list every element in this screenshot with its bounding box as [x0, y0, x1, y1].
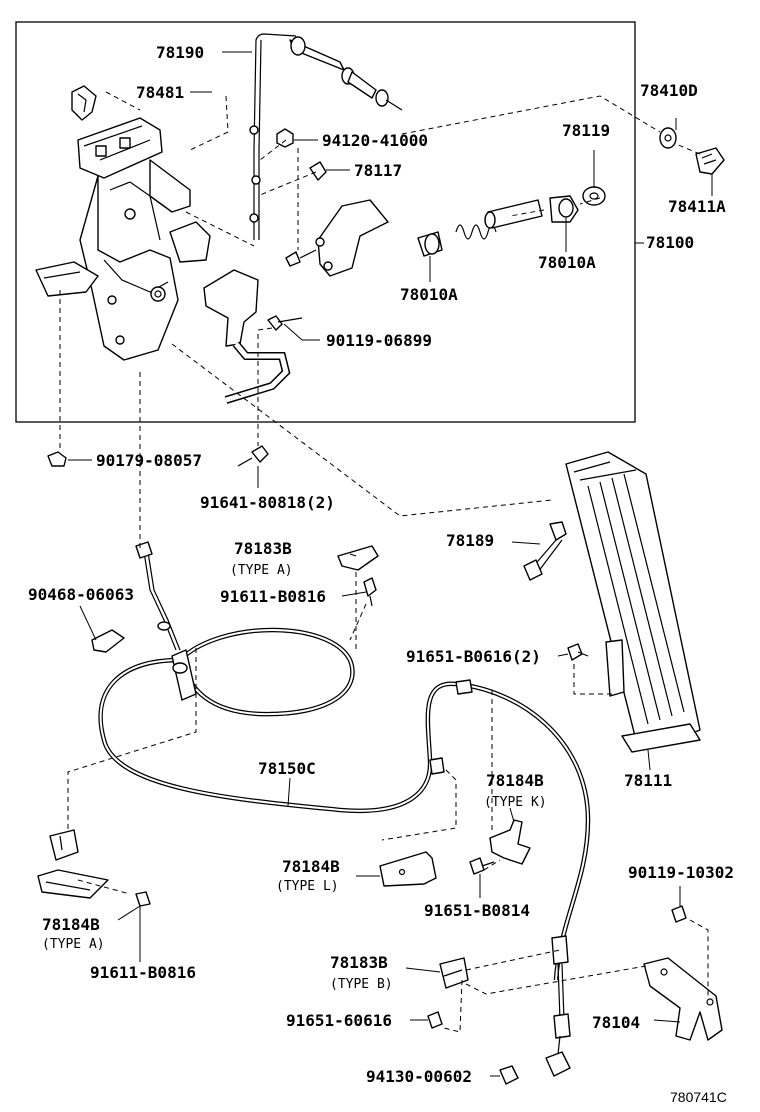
- clamp-90468-06063: [91, 629, 125, 653]
- nut-90179-08057: [47, 451, 67, 467]
- label-78190: 78190: [156, 43, 204, 62]
- nut-94130-00602: [499, 1065, 519, 1085]
- bushing-78117: [309, 161, 327, 181]
- clip-78183B-type-a: [337, 545, 379, 571]
- label-type-a-top: (TYPE A): [230, 563, 293, 578]
- label-type-l: (TYPE L): [276, 879, 339, 894]
- bolt-90119-10302: [671, 905, 687, 923]
- label-78100: 78100: [646, 233, 694, 252]
- part-labels: 78190 78481 94120-41000 78117 78410D 781…: [28, 43, 734, 1105]
- bracket-78184B-type-a: [37, 829, 109, 899]
- label-91611-B0816-top: 91611-B0816: [220, 587, 326, 606]
- bolt-91651-B0814: [469, 857, 485, 875]
- assembly-dashed-lines: [59, 91, 709, 1033]
- label-78104: 78104: [592, 1013, 640, 1032]
- label-type-b: (TYPE B): [330, 977, 393, 992]
- label-90468-06063: 90468-06063: [28, 585, 134, 604]
- accelerator-pedal-78111: [565, 451, 701, 753]
- label-type-k: (TYPE K): [484, 795, 547, 810]
- figure-code: 780741C: [670, 1089, 727, 1105]
- bolt-91651-60616: [427, 1011, 443, 1029]
- label-91651-B0616: 91651-B0616(2): [406, 647, 541, 666]
- label-91611-B0816-bottom: 91611-B0816: [90, 963, 196, 982]
- label-78119: 78119: [562, 121, 610, 140]
- label-78010A-left: 78010A: [400, 285, 458, 304]
- label-78411A: 78411A: [668, 197, 726, 216]
- leader-lines: [68, 51, 713, 1077]
- label-91641-80818: 91641-80818(2): [200, 493, 335, 512]
- bolt-90119-06899: [267, 315, 283, 331]
- label-78184B-type-a: 78184B: [42, 915, 100, 934]
- label-90179-08057: 90179-08057: [96, 451, 202, 470]
- label-78184B-type-k: 78184B: [486, 771, 544, 790]
- label-78189: 78189: [446, 531, 494, 550]
- label-78010A-right: 78010A: [538, 253, 596, 272]
- label-78183B-type-a: 78183B: [234, 539, 292, 558]
- label-91651-60616: 91651-60616: [286, 1011, 392, 1030]
- label-94120-41000: 94120-41000: [322, 131, 428, 150]
- bolt-78189: [523, 521, 567, 581]
- label-78183B-type-b: 78183B: [330, 953, 388, 972]
- bracket-78184B-type-l: [379, 851, 437, 887]
- label-78410D: 78410D: [640, 81, 698, 100]
- pedal-lever-78010A: [285, 199, 389, 277]
- stopper-78410D-78411A: [659, 127, 725, 175]
- nut-94120-41000: [276, 128, 294, 148]
- label-type-a-bottom: (TYPE A): [42, 937, 105, 952]
- bolt-91611-B0816: [135, 891, 151, 907]
- label-78481: 78481: [136, 83, 184, 102]
- cable-78190: [249, 33, 403, 240]
- label-90119-06899: 90119-06899: [326, 331, 432, 350]
- label-78184B-type-l: 78184B: [282, 857, 340, 876]
- label-78117: 78117: [354, 161, 402, 180]
- label-78150C: 78150C: [258, 759, 316, 778]
- label-94130-00602: 94130-00602: [366, 1067, 472, 1086]
- label-91651-B0814: 91651-B0814: [424, 901, 530, 920]
- label-90119-10302: 90119-10302: [628, 863, 734, 882]
- bracket-78104: [643, 957, 723, 1041]
- spring-and-damper: [417, 186, 606, 257]
- label-78111: 78111: [624, 771, 672, 790]
- pedal-bracket-assembly: [35, 85, 291, 404]
- bracket-78184B-type-k: [489, 819, 531, 865]
- assembly-78100-frame: [15, 21, 636, 423]
- bolt-91641-80818: [251, 445, 269, 463]
